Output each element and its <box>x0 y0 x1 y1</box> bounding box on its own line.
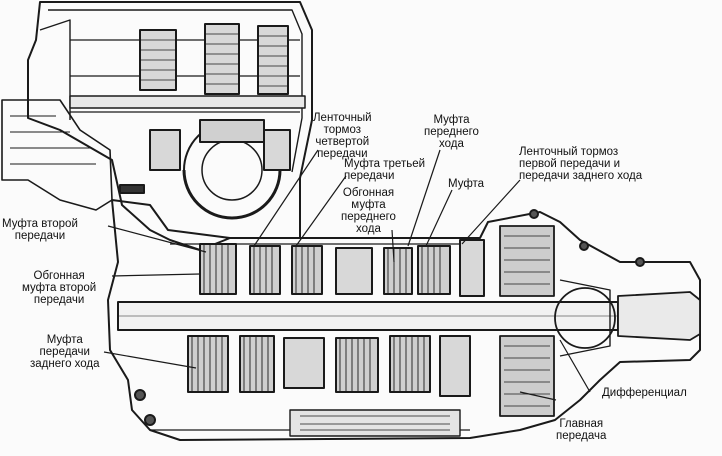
label-overrun-clutch-forward: Обгонная муфта переднего хода <box>341 187 396 235</box>
label-clutch-reverse: Муфта передачи заднего хода <box>30 334 100 370</box>
gearbox-housing <box>107 199 701 441</box>
label-clutch-3rd-gear: Муфта третьей передачи <box>344 158 426 182</box>
label-band-brake-4th-gear: Ленточный тормоз четвертой передачи <box>313 112 372 160</box>
label-final-drive: Главная передача <box>556 418 607 442</box>
label-clutch-forward: Муфта переднего хода <box>424 114 479 150</box>
upper-housing <box>1 1 313 251</box>
leader-lines <box>103 149 591 401</box>
label-differential: Дифференциал <box>602 387 687 399</box>
label-clutch: Муфта <box>448 178 485 190</box>
label-clutch-2nd-gear: Муфта второй передачи <box>2 218 78 242</box>
label-band-brake-1st-reverse: Ленточный тормоз первой передачи и перед… <box>519 146 643 182</box>
label-overrun-clutch-2nd: Обгонная муфта второй передачи <box>22 270 97 306</box>
